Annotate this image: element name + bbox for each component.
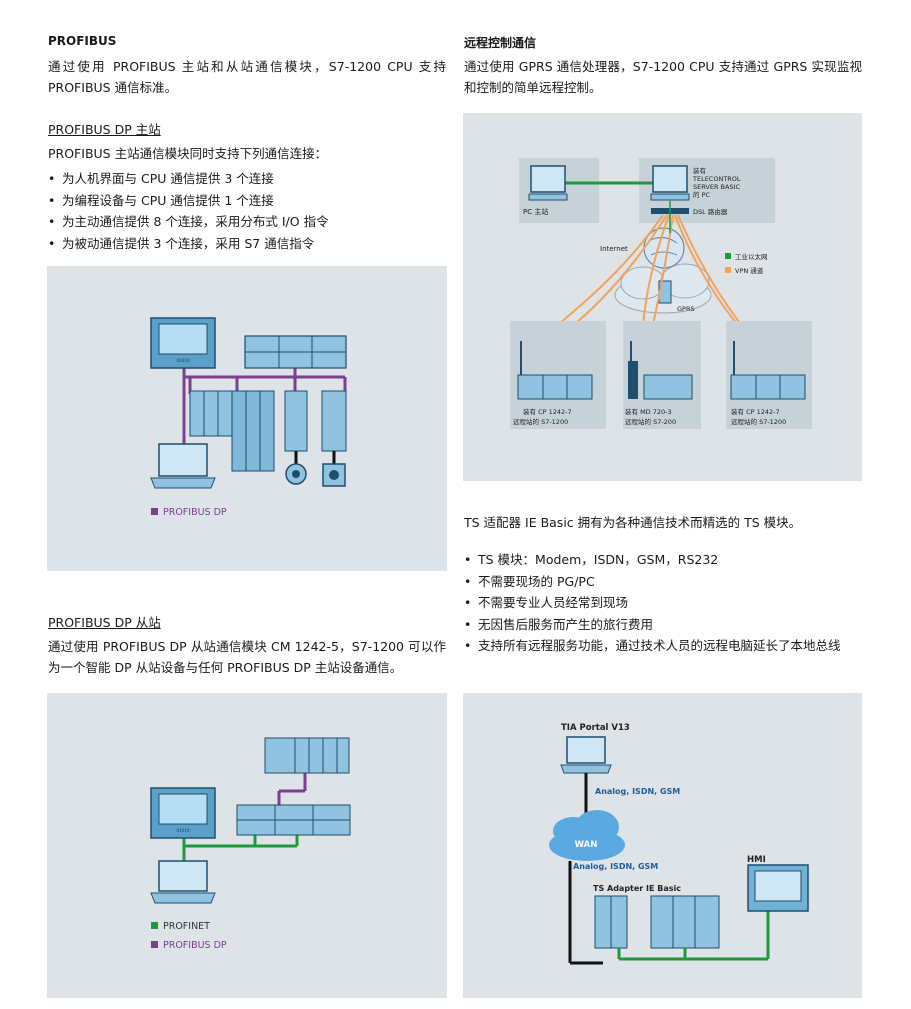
hmi-label: HMI: [747, 855, 766, 865]
legend-profibus: PROFIBUS DP: [163, 507, 227, 518]
link-label-1: Analog, ISDN, GSM: [595, 787, 680, 796]
distributed-io-icon: [189, 390, 275, 472]
dsl-label: DSL 路由器: [693, 207, 728, 216]
internet-cloud-icon: [614, 227, 712, 314]
ts-adapter-diagram: TIA Portal V13 Analog, ISDN, GSM WAN Ana…: [549, 723, 809, 965]
plc-icon: [650, 895, 720, 949]
list-item: 支持所有远程服务功能，通过技术人员的远程电脑延长了本地总线: [464, 635, 864, 657]
list-item: 不需要现场的 PG/PC: [464, 571, 864, 593]
figure-gprs-remote: PC 主站 装有 TELECONTROL SERVER BASIC 的 PC D…: [463, 113, 862, 481]
figure-dp-slave: ıııııııı PROFINET PROFIBUS DP: [47, 693, 447, 998]
station-2-label-1: 装有 MD 720-3: [625, 407, 672, 416]
hmi-panel-icon: ıııııııı: [150, 317, 216, 369]
list-item: 为编程设备与 CPU 通信提供 1 个连接: [48, 190, 448, 212]
hmi-panel-icon: ıııııııı: [150, 787, 216, 839]
legend-profinet: PROFINET: [163, 921, 210, 932]
dp-master-list: 为人机界面与 CPU 通信提供 3 个连接 为编程设备与 CPU 通信提供 1 …: [48, 168, 448, 254]
wan-cloud-icon: [549, 810, 625, 861]
pc-master-label: PC 主站: [523, 207, 548, 216]
plc-icon: [628, 341, 693, 400]
internet-label: Internet: [600, 245, 628, 253]
station-1-label-2: 远程站的 S7-1200: [513, 417, 568, 426]
station-3-label-2: 远程站的 S7-1200: [731, 417, 786, 426]
plc-icon: [236, 804, 351, 836]
server-label-4: 的 PC: [693, 190, 710, 199]
plc-icon: [730, 341, 806, 400]
hmi-keys: ıııııııı: [176, 827, 190, 834]
profibus-intro: 通过使用 PROFIBUS 主站和从站通信模块，S7-1200 CPU 支持 P…: [48, 59, 446, 95]
drive-icon: [321, 390, 347, 487]
server-label-3: SERVER BASIC: [693, 183, 740, 191]
plc-icon: [517, 341, 593, 400]
profibus-title: PROFIBUS: [48, 34, 117, 48]
drive-icon: [284, 390, 308, 485]
dp-master-heading: PROFIBUS DP 主站: [48, 122, 161, 137]
link-label-2: Analog, ISDN, GSM: [573, 862, 658, 871]
station-1-label-1: 装有 CP 1242-7: [523, 407, 572, 416]
station-2-label-2: 远程站的 S7-200: [625, 417, 676, 426]
plc-icon: [264, 737, 350, 774]
laptop-icon: [150, 860, 216, 904]
legend-industrial-ethernet: 工业以太网: [735, 252, 768, 261]
figure-ts-adapter: TIA Portal V13 Analog, ISDN, GSM WAN Ana…: [463, 693, 862, 998]
ts-adapter-icon: [594, 895, 628, 949]
laptop-icon: [560, 736, 612, 774]
laptop-icon: [150, 443, 216, 489]
legend-vpn: VPN 通道: [735, 266, 764, 275]
list-item: 无因售后服务而产生的旅行费用: [464, 614, 864, 636]
server-label-1: 装有: [693, 166, 707, 175]
list-item: 不需要专业人员经常到现场: [464, 592, 864, 614]
server-label-2: TELECONTROL: [692, 175, 741, 183]
list-item: 为主动通信提供 8 个连接，采用分布式 I/O 指令: [48, 211, 448, 233]
dp-slave-text: 通过使用 PROFIBUS DP 从站通信模块 CM 1242-5，S7-120…: [48, 639, 446, 675]
list-item: 为被动通信提供 3 个连接，采用 S7 通信指令: [48, 233, 448, 255]
remote-control-title: 远程控制通信: [464, 36, 537, 50]
list-item: TS 模块：Modem，ISDN，GSM，RS232: [464, 549, 864, 571]
wan-label: WAN: [575, 840, 598, 850]
plc-icon: [244, 335, 347, 369]
gprs-label: GPRS: [677, 305, 695, 313]
legend-profibus: PROFIBUS DP: [163, 940, 227, 951]
dp-slave-diagram: ıııııııı PROFINET PROFIBUS DP: [150, 737, 351, 951]
remote-control-intro: 通过使用 GPRS 通信处理器，S7-1200 CPU 支持通过 GPRS 实现…: [464, 59, 862, 95]
ts-adapter-label: TS Adapter IE Basic: [593, 884, 681, 893]
tia-portal-label: TIA Portal V13: [561, 723, 630, 733]
hmi-keys: ıııııııı: [176, 357, 190, 364]
hmi-panel-icon: [747, 864, 809, 912]
list-item: 为人机界面与 CPU 通信提供 3 个连接: [48, 168, 448, 190]
ts-adapter-intro: TS 适配器 IE Basic 拥有为各种通信技术而精选的 TS 模块。: [464, 515, 802, 530]
pc-icon: [528, 165, 568, 201]
figure-dp-master: ıııııııı: [47, 266, 447, 571]
ts-adapter-list: TS 模块：Modem，ISDN，GSM，RS232 不需要现场的 PG/PC …: [464, 549, 864, 657]
dp-master-diagram: ıııııııı: [150, 317, 347, 518]
station-3-label-1: 装有 CP 1242-7: [731, 407, 780, 416]
gprs-diagram: PC 主站 装有 TELECONTROL SERVER BASIC 的 PC D…: [510, 158, 812, 429]
dp-slave-heading: PROFIBUS DP 从站: [48, 615, 161, 630]
dp-master-intro: PROFIBUS 主站通信模块同时支持下列通信连接：: [48, 146, 328, 161]
